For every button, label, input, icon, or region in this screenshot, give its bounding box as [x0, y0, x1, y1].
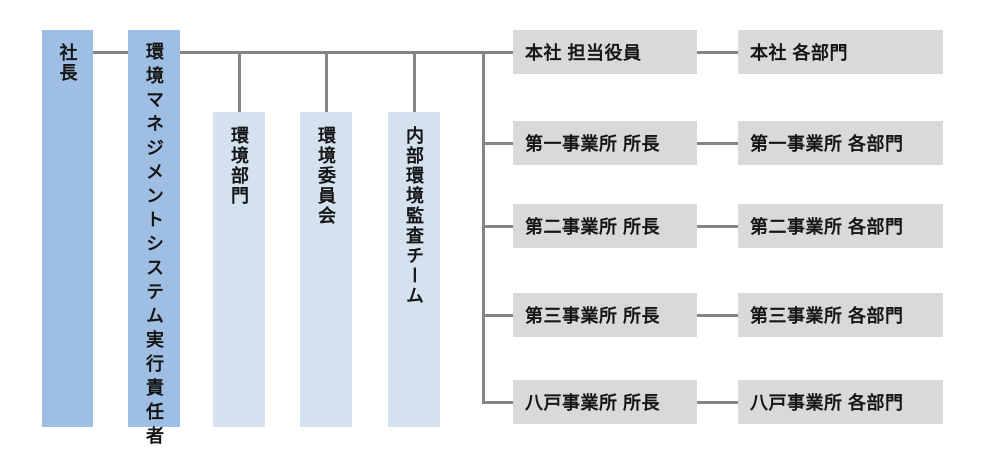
site-departments-label: 八戸事業所 各部門 — [750, 393, 904, 413]
connector-manager-dept-row-5 — [697, 401, 738, 404]
org-box-site-manager: 八戸事業所 所長 — [513, 380, 697, 424]
connector-branch-row-3 — [482, 225, 513, 228]
org-box-environment-department: 環境部門 — [213, 112, 265, 427]
org-box-site-manager: 本社 担当役員 — [513, 30, 697, 74]
site-departments-label: 第二事業所 各部門 — [750, 217, 904, 237]
org-box-site-manager: 第二事業所 所長 — [513, 204, 697, 248]
connector-drop-environment-committee — [325, 52, 328, 113]
org-box-internal-audit-team: 内部環境監査チーム — [388, 112, 440, 427]
connector-branch-row-5 — [482, 401, 513, 404]
site-manager-label: 第一事業所 所長 — [525, 134, 661, 154]
site-manager-label: 本社 担当役員 — [525, 43, 642, 63]
connector-manager-dept-row-1 — [697, 51, 738, 54]
site-manager-label: 第三事業所 所長 — [525, 306, 661, 326]
connector-drop-internal-audit-team — [413, 52, 416, 113]
org-box-ems-executive-label: 環境マネジメントシステム実行責任者 — [144, 42, 164, 450]
site-departments-label: 本社 各部門 — [750, 43, 849, 63]
site-manager-label: 八戸事業所 所長 — [525, 393, 661, 413]
connector-manager-dept-row-4 — [697, 314, 738, 317]
connector-drop-environment-department — [238, 52, 241, 113]
connector-branch-row-4 — [482, 314, 513, 317]
connector-manager-dept-row-3 — [697, 225, 738, 228]
org-box-environment-committee-label: 環境委員会 — [316, 126, 336, 226]
org-box-environment-department-label: 環境部門 — [229, 126, 249, 206]
org-box-site-departments: 本社 各部門 — [738, 30, 943, 74]
org-box-site-departments: 八戸事業所 各部門 — [738, 380, 943, 424]
connector-branch-row-2 — [482, 142, 513, 145]
org-box-president-label: 社長 — [57, 43, 78, 83]
org-box-site-departments: 第二事業所 各部門 — [738, 204, 943, 248]
org-box-ems-executive: 環境マネジメントシステム実行責任者 — [128, 30, 180, 450]
site-departments-label: 第三事業所 各部門 — [750, 306, 904, 326]
org-box-site-manager: 第三事業所 所長 — [513, 293, 697, 337]
site-departments-label: 第一事業所 各部門 — [750, 134, 904, 154]
org-box-president: 社長 — [42, 30, 93, 427]
connector-top-horizontal — [93, 51, 513, 54]
connector-manager-dept-row-2 — [697, 142, 738, 145]
org-box-site-departments: 第三事業所 各部門 — [738, 293, 943, 337]
org-box-internal-audit-team-label: 内部環境監査チーム — [404, 126, 424, 306]
org-box-site-departments: 第一事業所 各部門 — [738, 121, 943, 165]
org-box-environment-committee: 環境委員会 — [300, 112, 352, 427]
org-box-site-manager: 第一事業所 所長 — [513, 121, 697, 165]
site-manager-label: 第二事業所 所長 — [525, 217, 661, 237]
